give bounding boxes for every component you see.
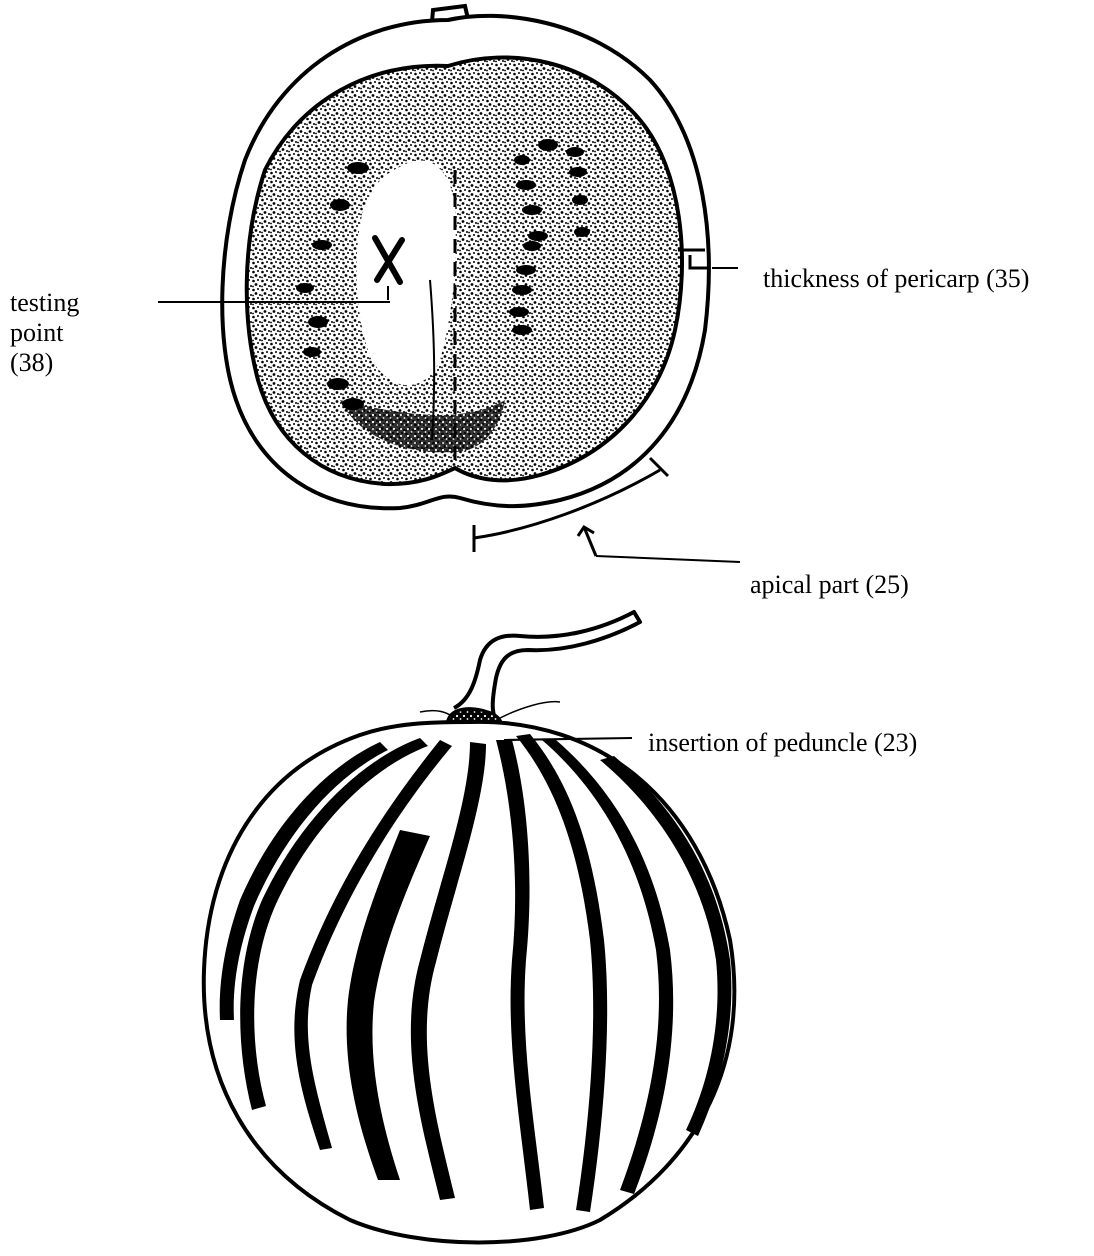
testing-point-label-line3: (38): [10, 348, 79, 378]
pericarp-thickness-label: thickness of pericarp (35): [763, 264, 1029, 294]
core-cavity: [357, 160, 456, 385]
testing-point-label: testing point (38): [10, 288, 79, 378]
peduncle-insertion-label: insertion of peduncle (23): [648, 728, 917, 758]
testing-point-label-line1: testing: [10, 288, 79, 318]
whole-fruit: [204, 612, 735, 1243]
fruit-cross-section: [222, 6, 709, 508]
apical-part-label: apical part (25): [750, 570, 909, 600]
testing-point-label-line2: point: [10, 318, 79, 348]
